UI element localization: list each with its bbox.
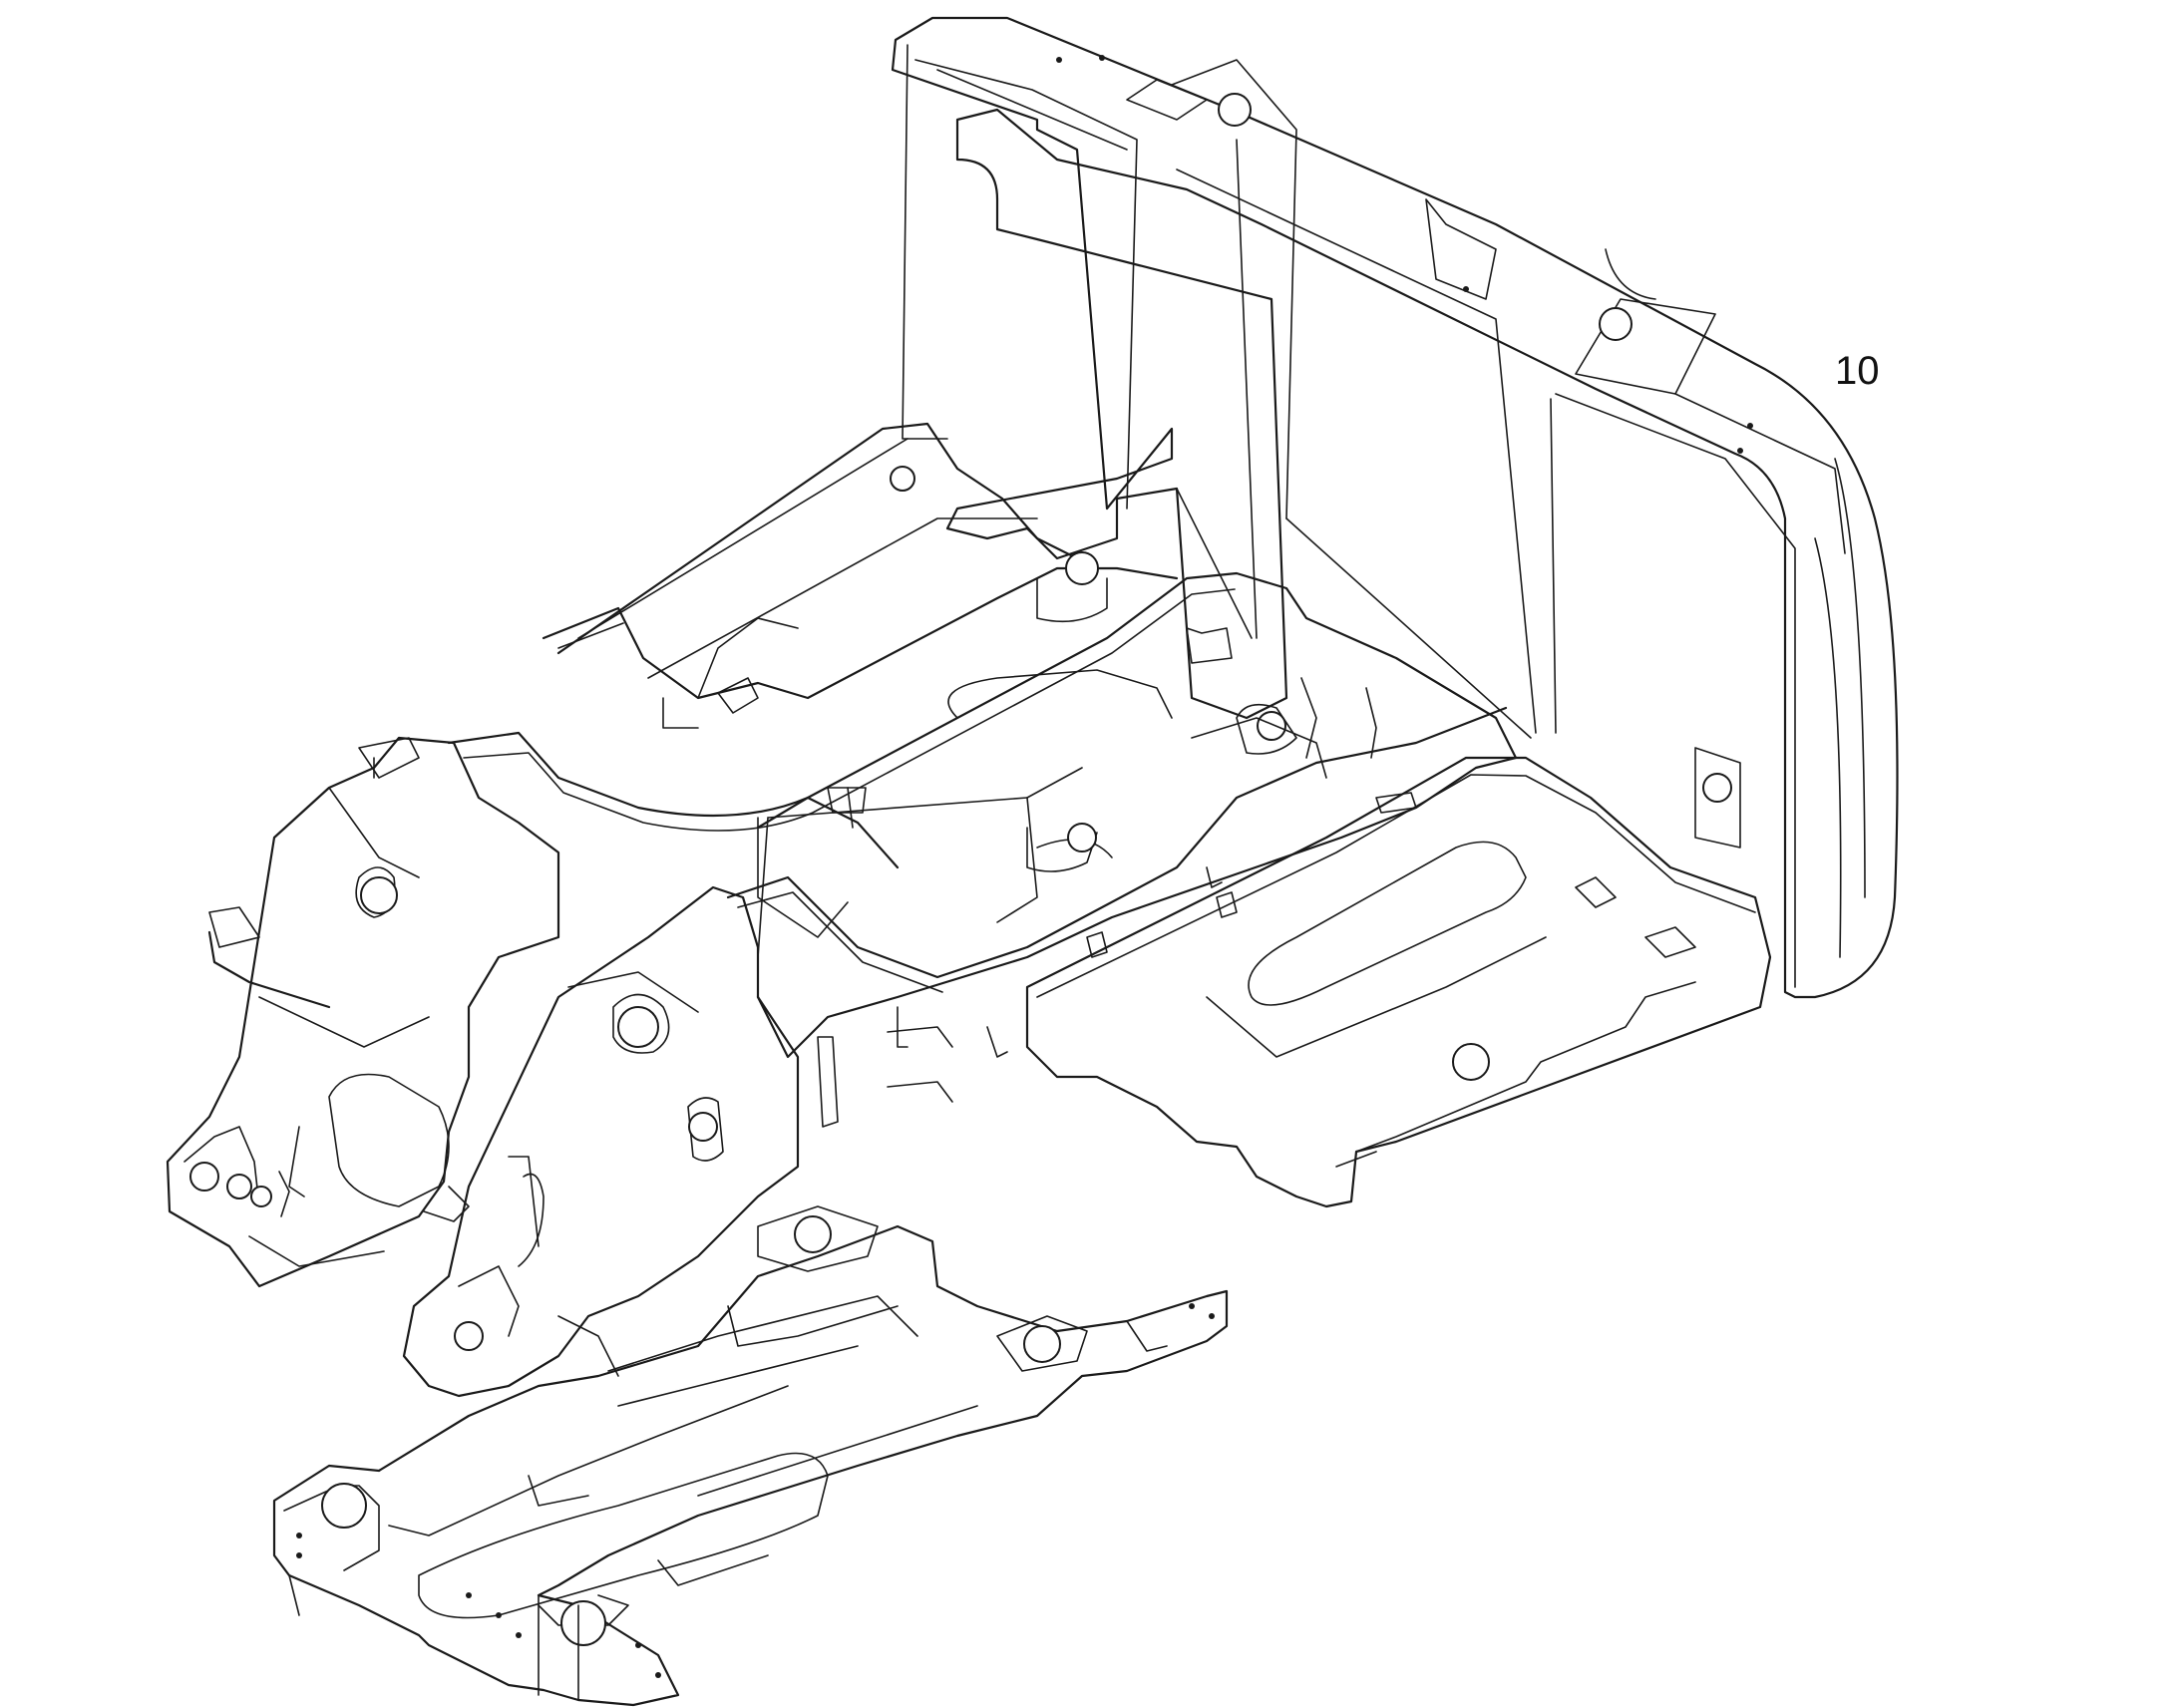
callout-10: 10 [1835,349,1880,393]
callout-label: 10 [1835,349,1880,393]
lower-frame [272,1205,1229,1707]
upper-frame [166,422,1772,1398]
counterweight [891,16,1899,999]
